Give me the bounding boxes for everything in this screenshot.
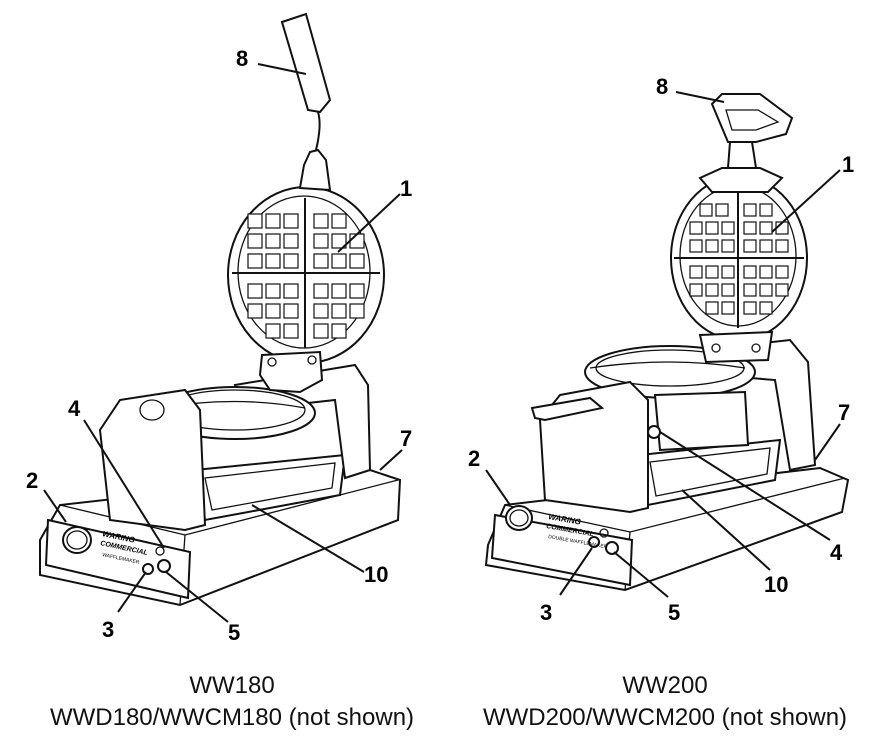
ww180-callout-8: 8 bbox=[236, 46, 248, 71]
ww180-callout-7: 7 bbox=[400, 426, 412, 451]
ww200-callout-7: 7 bbox=[838, 400, 850, 425]
ww180-waffle-maker: WARING COMMERCIAL WAFFLEMAKER 8 1 4 2 7 … bbox=[26, 12, 412, 645]
ww180-callout-2: 2 bbox=[26, 468, 38, 493]
ww200-caption: WW200 WWD200/WWCM200 (not shown) bbox=[445, 670, 885, 734]
ww180-callout-4: 4 bbox=[68, 396, 81, 421]
ww200-waffle-maker: WARING COMMERCIAL DOUBLE WAFFLEMAKER 8 1… bbox=[468, 74, 854, 625]
ww180-model-name: WW180 bbox=[189, 672, 275, 699]
ww200-model-name: WW200 bbox=[622, 672, 708, 699]
ww180-callout-3: 3 bbox=[102, 617, 114, 642]
ww200-callout-8: 8 bbox=[656, 74, 668, 99]
ww200-callout-2: 2 bbox=[468, 446, 480, 471]
ww200-callout-1: 1 bbox=[842, 152, 854, 177]
ww180-caption: WW180 WWD180/WWCM180 (not shown) bbox=[12, 670, 452, 734]
ww200-callout-4: 4 bbox=[830, 540, 843, 565]
ww200-callout-5: 5 bbox=[668, 600, 680, 625]
ww180-model-variants: WWD180/WWCM180 (not shown) bbox=[49, 704, 415, 731]
ww180-callout-5: 5 bbox=[228, 620, 240, 645]
ww200-model-variants: WWD200/WWCM200 (not shown) bbox=[482, 704, 848, 731]
ww200-callout-3: 3 bbox=[540, 600, 552, 625]
ww180-callout-10: 10 bbox=[364, 562, 388, 587]
ww200-callout-10: 10 bbox=[764, 572, 788, 597]
ww180-callout-1: 1 bbox=[400, 176, 412, 201]
